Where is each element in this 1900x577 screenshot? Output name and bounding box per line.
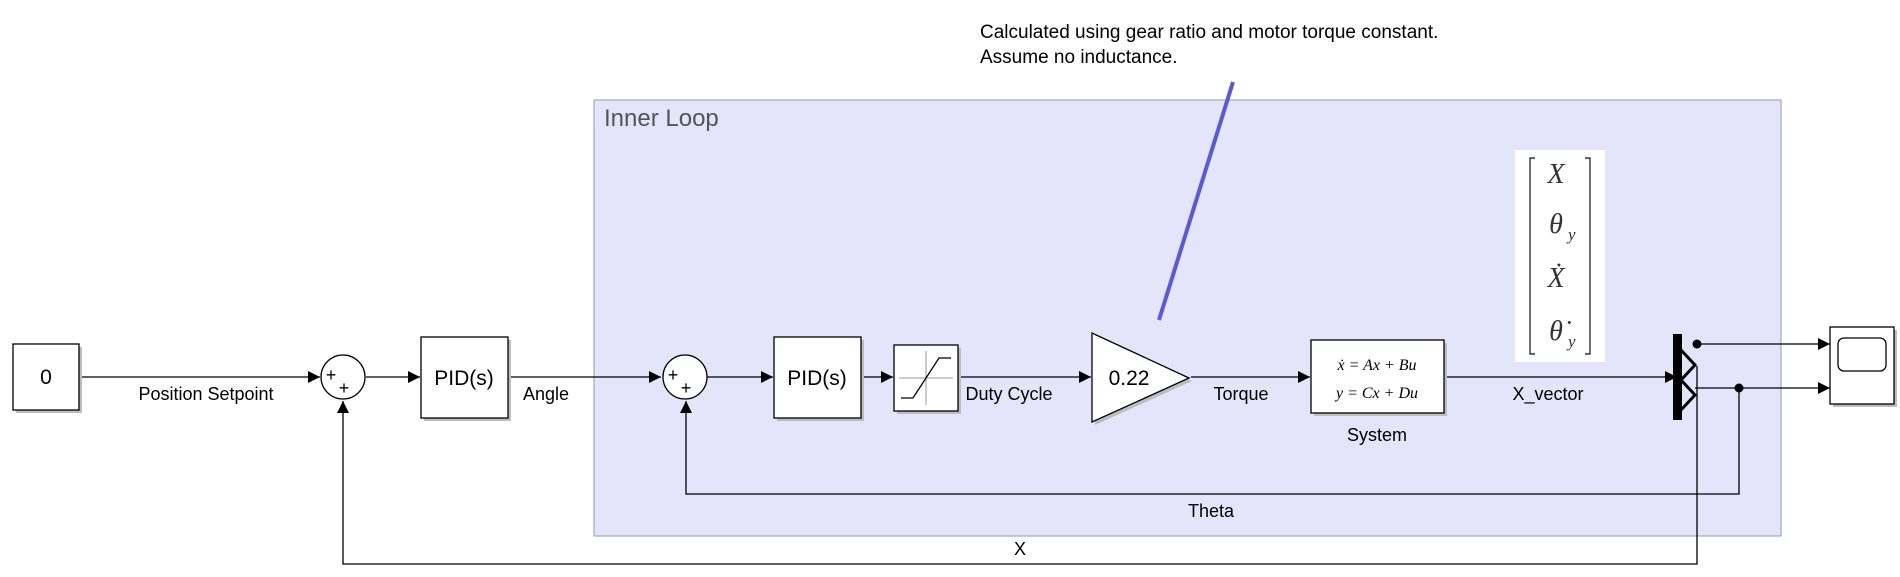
vector-row-1-subscript: y [1566, 225, 1576, 244]
demux-bar [1673, 334, 1682, 420]
inner-loop-title: Inner Loop [604, 105, 719, 132]
state-equation: ẋ = Ax + Bu [1336, 357, 1416, 374]
signal-label-theta[interactable]: Theta [1188, 501, 1235, 521]
signal-label-duty-cycle[interactable]: Duty Cycle [965, 384, 1052, 404]
signal-label-x-vector[interactable]: X_vector [1512, 384, 1583, 405]
branch-point-theta [1734, 383, 1744, 393]
vector-right-bracket [1585, 157, 1591, 355]
constant-value: 0 [40, 366, 52, 389]
system-block-name: System [1347, 425, 1407, 445]
output-equation: y = Cx + Du [1334, 385, 1418, 402]
signal-label-x[interactable]: X [1014, 539, 1026, 559]
pid-inner-block[interactable]: PID(s) [773, 336, 864, 421]
sum-outer-sign-2: + [339, 378, 350, 398]
sum-inner-sign-2: + [681, 378, 692, 398]
sum-block-inner[interactable]: + + [662, 354, 708, 400]
signal-label-angle[interactable]: Angle [523, 384, 569, 404]
vector-left-bracket [1529, 157, 1535, 355]
pid-outer-block[interactable]: PID(s) [420, 336, 511, 421]
pid-outer-label: PID(s) [434, 367, 494, 390]
demux-icon [1679, 348, 1698, 412]
sum-inner-sign-1: + [668, 365, 679, 385]
state-space-block[interactable]: ẋ = Ax + Bu y = Cx + Du System [1310, 339, 1447, 445]
demux-block[interactable] [1673, 334, 1698, 420]
vector-row-0: X [1546, 159, 1565, 190]
gain-block[interactable]: 0.22 [1091, 331, 1192, 425]
annotation[interactable]: Calculated using gear ratio and motor to… [980, 22, 1438, 321]
scope-icon [1837, 337, 1887, 372]
signal-label-torque[interactable]: Torque [1213, 384, 1268, 404]
vector-row-2: Ẋ [1546, 263, 1565, 294]
vector-row-1: θ [1549, 209, 1563, 240]
signal-label-position-setpoint[interactable]: Position Setpoint [138, 384, 273, 404]
wire-theta-feedback[interactable] [680, 387, 1740, 495]
constant-block[interactable]: 0 [12, 343, 82, 413]
sum-outer-sign-1: + [326, 365, 337, 385]
annotation-connector-line [1157, 81, 1235, 321]
wire-x-feedback[interactable] [337, 366, 1698, 565]
pid-inner-label: PID(s) [787, 367, 847, 390]
saturation-icon [899, 351, 953, 405]
scope-block[interactable] [1829, 326, 1897, 407]
wires [79, 338, 1830, 565]
branch-point-x [1692, 339, 1702, 349]
vector-row-3-subscript: y [1566, 332, 1576, 351]
sum-block-outer[interactable]: + + [320, 354, 366, 400]
gain-value: 0.22 [1109, 367, 1150, 390]
annotation-line-1: Calculated using gear ratio and motor to… [980, 22, 1438, 43]
saturation-block[interactable] [893, 344, 961, 414]
annotation-line-2: Assume no inductance. [980, 47, 1178, 68]
